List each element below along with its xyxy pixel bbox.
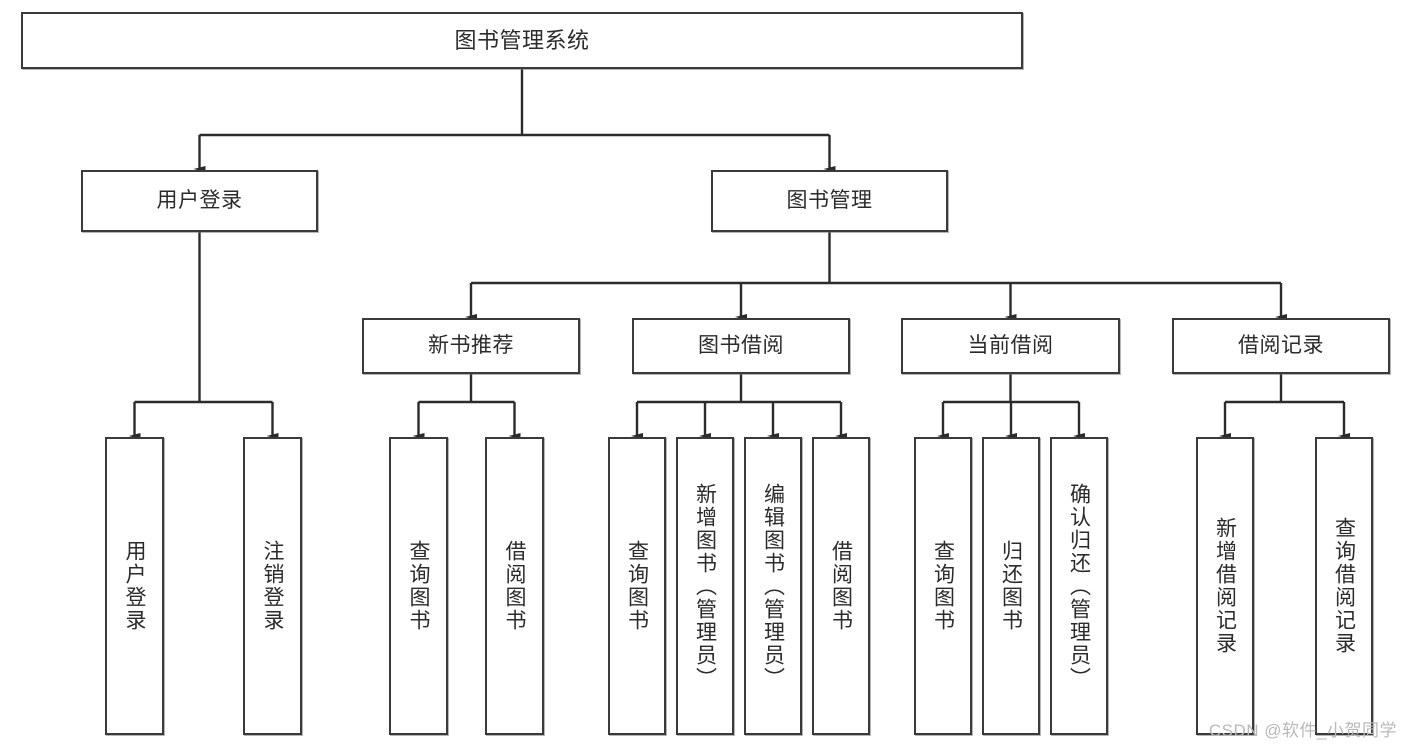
node-l3-book-borrow[interactable]: 图书借阅 — [632, 318, 850, 374]
node-label: 归还图书 — [999, 540, 1023, 632]
node-label: 当前借阅 — [967, 333, 1054, 357]
node-leaf-add-book-admin[interactable]: 新增图书（管理员） — [676, 437, 734, 735]
node-leaf-user-login[interactable]: 用户登录 — [105, 437, 164, 735]
node-leaf-query-book-rec[interactable]: 查询图书 — [389, 437, 448, 735]
node-label: 用户登录 — [123, 540, 146, 632]
node-label: 借阅图书 — [829, 540, 853, 632]
node-l2-book-manage[interactable]: 图书管理 — [711, 170, 948, 232]
node-l3-new-book-rec[interactable]: 新书推荐 — [362, 318, 580, 374]
node-label: 图书借阅 — [698, 333, 784, 357]
node-leaf-add-borrow-record[interactable]: 新增借阅记录 — [1196, 437, 1254, 735]
node-label: 借阅记录 — [1238, 333, 1324, 357]
node-label: 新书推荐 — [428, 333, 514, 357]
node-leaf-query-book-current[interactable]: 查询图书 — [914, 437, 972, 735]
node-label: 新增图书（管理员） — [693, 482, 717, 690]
node-leaf-query-book-borrow[interactable]: 查询图书 — [608, 437, 666, 735]
node-label: 查询图书 — [625, 540, 649, 632]
node-label: 查询图书 — [931, 540, 955, 632]
node-label: 图书管理系统 — [454, 27, 590, 53]
node-label: 查询图书 — [407, 540, 430, 632]
node-label: 新增借阅记录 — [1213, 517, 1237, 655]
node-root[interactable]: 图书管理系统 — [21, 12, 1023, 69]
node-leaf-borrow-book-rec[interactable]: 借阅图书 — [485, 437, 544, 735]
node-leaf-edit-book-admin[interactable]: 编辑图书（管理员） — [744, 437, 802, 735]
node-l3-borrow-record[interactable]: 借阅记录 — [1172, 318, 1390, 374]
node-leaf-return-book[interactable]: 归还图书 — [982, 437, 1040, 735]
node-l2-user-login[interactable]: 用户登录 — [81, 170, 318, 232]
node-label: 用户登录 — [156, 188, 243, 212]
watermark: CSDN @软件_小贺同学 — [1208, 721, 1397, 740]
node-label: 借阅图书 — [503, 540, 526, 632]
node-label: 注销登录 — [261, 540, 284, 632]
node-label: 图书管理 — [786, 188, 873, 212]
node-l3-current-borrow[interactable]: 当前借阅 — [901, 318, 1120, 374]
node-label: 确认归还（管理员） — [1067, 482, 1091, 690]
node-label: 编辑图书（管理员） — [761, 482, 785, 690]
node-leaf-confirm-return-admin[interactable]: 确认归还（管理员） — [1050, 437, 1108, 735]
node-leaf-borrow-book[interactable]: 借阅图书 — [812, 437, 870, 735]
node-leaf-query-borrow-record[interactable]: 查询借阅记录 — [1315, 437, 1373, 735]
node-label: 查询借阅记录 — [1332, 517, 1356, 655]
node-leaf-logout[interactable]: 注销登录 — [243, 437, 302, 735]
